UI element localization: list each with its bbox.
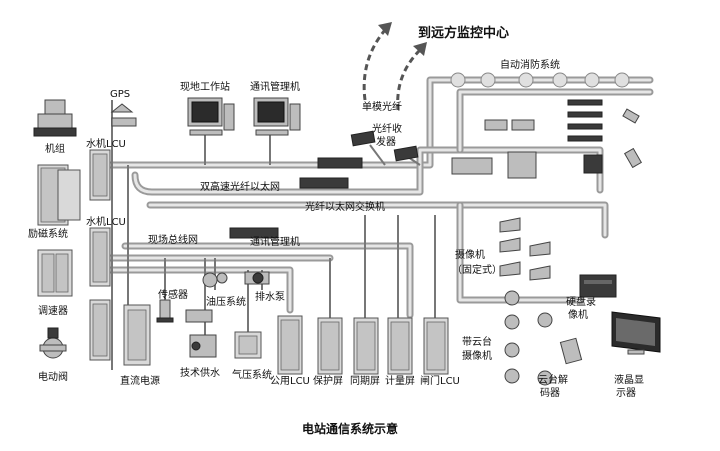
camera-ptz-label-2: 摄像机 xyxy=(462,349,492,362)
air-system-device xyxy=(234,331,262,359)
protection-panel-label: 保护屏 xyxy=(313,374,343,387)
sync-panel-cabinet xyxy=(353,317,379,375)
hdd-recorder-label-1: 硬盘录 xyxy=(566,295,596,308)
motor-valve-label: 电动阀 xyxy=(38,370,68,383)
ptz-decoder-label-1: 云台解 xyxy=(538,373,568,386)
remote-arrows xyxy=(362,22,427,111)
governor-label: 调速器 xyxy=(38,305,68,317)
metering-panel-label: 计量屏 xyxy=(385,374,415,387)
protection-panel-cabinet xyxy=(317,317,343,375)
dc-power-label: 直流电源 xyxy=(120,374,160,387)
fire-detectors xyxy=(450,72,630,88)
oil-system-device xyxy=(185,272,228,323)
camera-fixed-label-2: （固定式） xyxy=(452,263,502,276)
excitation-label: 励磁系统 xyxy=(28,227,68,240)
comm-manager-net-label: 通讯管理机 xyxy=(250,235,300,248)
fiber-transceiver-label-1: 光纤收 xyxy=(372,122,402,135)
hdd-recorder-device xyxy=(579,274,617,298)
sensor-device xyxy=(156,299,174,323)
unit-lcu-cabinet-2 xyxy=(89,227,111,287)
sensor-label: 传感器 xyxy=(158,288,188,301)
network-pipes xyxy=(106,76,654,370)
dual-fiber-ethernet-label: 双高速光纤以太网 xyxy=(200,180,280,193)
sync-panel-label: 同期屏 xyxy=(350,375,380,387)
ethernet-switch-lower xyxy=(299,177,349,189)
ptz-cameras xyxy=(504,290,553,386)
gps-label: GPS xyxy=(110,89,130,100)
unit-label: 机组 xyxy=(45,142,65,155)
dc-power-cabinet xyxy=(123,304,151,366)
hdd-recorder-label-2: 像机 xyxy=(568,308,588,321)
drainage-pump-device xyxy=(244,271,270,285)
motor-valve xyxy=(39,327,67,359)
unit-lcu-1-label: 水机LCU xyxy=(86,137,126,150)
fiber-transceiver-devices xyxy=(350,130,419,162)
unit-lcu-2-label: 水机LCU xyxy=(86,215,126,228)
unit-lcu-cabinet-3 xyxy=(89,299,111,361)
gate-lcu-label: 闸门LCU xyxy=(420,374,460,387)
single-mode-fiber-label: 单模光纤 xyxy=(362,100,402,113)
field-workstation-label: 现地工作站 xyxy=(180,80,230,93)
comm-manager-device xyxy=(229,227,279,239)
gate-lcu-cabinet xyxy=(423,317,449,375)
lcd-display-label-2: 示器 xyxy=(616,387,636,399)
remote-center-label: 到远方监控中心 xyxy=(418,25,509,41)
metering-panel-cabinet xyxy=(387,317,413,375)
air-system-label: 气压系统 xyxy=(232,368,272,381)
unit-lcu-cabinet-1 xyxy=(89,149,111,201)
ptz-decoder-device xyxy=(559,337,583,365)
comm-manager-pc xyxy=(253,97,301,136)
excitation-cabinets xyxy=(37,164,81,226)
camera-ptz-label-1: 带云台 xyxy=(462,335,492,348)
oil-system-label: 油压系统 xyxy=(206,295,246,308)
ethernet-switch-upper xyxy=(317,157,363,169)
drainage-pump-label: 排水泵 xyxy=(255,290,285,303)
fire-system-label: 自动消防系统 xyxy=(500,58,560,71)
diagram-title: 电站通信系统示意 xyxy=(302,421,398,436)
lcd-display-device xyxy=(611,311,661,355)
ptz-decoder-label-2: 码器 xyxy=(540,387,560,399)
generator-unit xyxy=(33,99,77,137)
fire-control-devices xyxy=(451,99,643,179)
fiber-ethernet-switch-label: 光纤以太网交换机 xyxy=(305,200,385,213)
fieldbus-label: 现场总线网 xyxy=(148,233,198,246)
comm-manager-pc-label: 通讯管理机 xyxy=(250,80,300,93)
gps-receiver xyxy=(110,103,137,127)
fiber-transceiver-label-2: 发器 xyxy=(376,135,396,148)
governor-cabinet xyxy=(37,249,73,297)
field-workstation-pc xyxy=(187,97,235,136)
public-lcu-label: 公用LCU xyxy=(270,376,310,387)
camera-fixed-label-1: 摄像机 xyxy=(455,248,485,261)
public-lcu-cabinet xyxy=(277,315,303,375)
tech-water-device xyxy=(189,334,217,358)
lcd-display-label-1: 液晶显 xyxy=(614,373,644,386)
fixed-cameras xyxy=(499,217,551,281)
tech-water-label: 技术供水 xyxy=(180,366,220,379)
